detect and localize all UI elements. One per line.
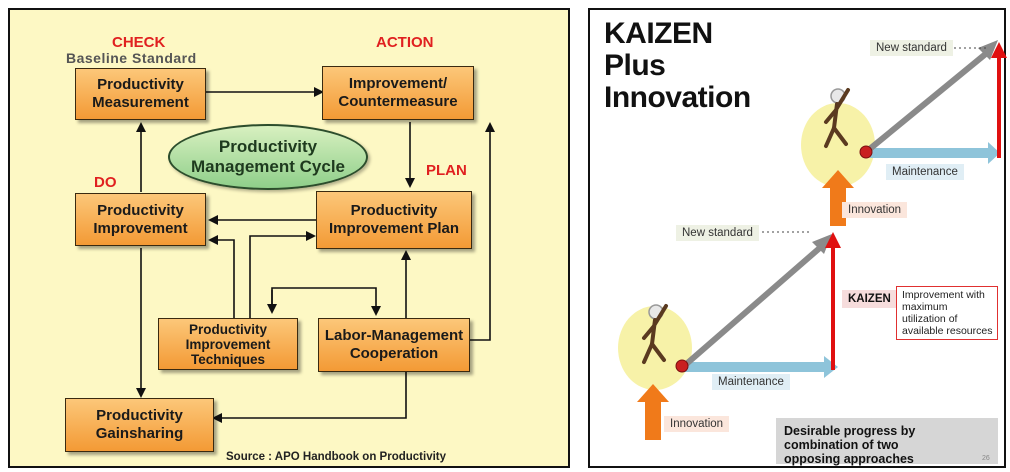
kaizen-note: Improvement with maximum utilization of … — [896, 286, 999, 340]
upper-red-vertical-arrow — [997, 56, 1001, 158]
arrow-techniques-to-improvement — [208, 235, 235, 318]
page-number: 26 — [982, 455, 990, 462]
baseline-standard-label: Baseline Standard — [66, 50, 197, 66]
bottom-note: Desirable progress by combination of two… — [776, 418, 998, 466]
productivity-measurement-box: Productivity Measurement — [75, 68, 206, 120]
productivity-improvement-box: Productivity Improvement — [75, 193, 206, 246]
new-standard-bottom-label: New standard — [676, 225, 759, 241]
do-label: DO — [94, 174, 117, 191]
upper-maintenance-arrow — [870, 148, 988, 158]
arrow-labor-to-counter — [470, 122, 495, 341]
innovation-top-label: Innovation — [842, 202, 908, 218]
lower-maintenance-arrow — [684, 362, 824, 372]
action-label: ACTION — [376, 34, 434, 51]
productivity-improvement-techniques-box: Productivity Improvement Techniques — [158, 318, 298, 370]
arrow-labor-to-gainsharing — [212, 372, 407, 423]
new-standard-top-label: New standard — [870, 40, 953, 56]
lower-red-vertical-arrow — [831, 246, 835, 370]
source-citation: Source : APO Handbook on Productivity — [226, 451, 447, 463]
upper-kaizen-diagonal — [864, 49, 990, 155]
lower-innovation-arrow — [645, 400, 661, 440]
improvement-countermeasure-box: Improvement/ Countermeasure — [322, 66, 474, 120]
innovation-bottom-label: Innovation — [664, 416, 730, 432]
lower-figure — [642, 304, 668, 364]
maintenance-bottom-label: Maintenance — [712, 374, 790, 390]
arrow-techniques-to-plan — [249, 231, 316, 318]
labor-management-cooperation-box: Labor-Management Cooperation — [318, 318, 470, 372]
maintenance-top-label: Maintenance — [886, 164, 964, 180]
productivity-improvement-plan-box: Productivity Improvement Plan — [316, 191, 472, 249]
productivity-management-cycle-oval: Productivity Management Cycle — [168, 124, 368, 190]
kaizen-label: KAIZEN — [842, 290, 897, 308]
kaizen-title: KAIZEN Plus Innovation — [604, 17, 751, 114]
upper-figure — [824, 88, 850, 148]
lower-kaizen-diagonal — [682, 243, 824, 369]
upper-glow — [801, 103, 875, 187]
check-label: CHECK — [112, 34, 166, 51]
productivity-gainsharing-box: Productivity Gainsharing — [65, 398, 214, 452]
plan-label: PLAN — [426, 162, 467, 179]
